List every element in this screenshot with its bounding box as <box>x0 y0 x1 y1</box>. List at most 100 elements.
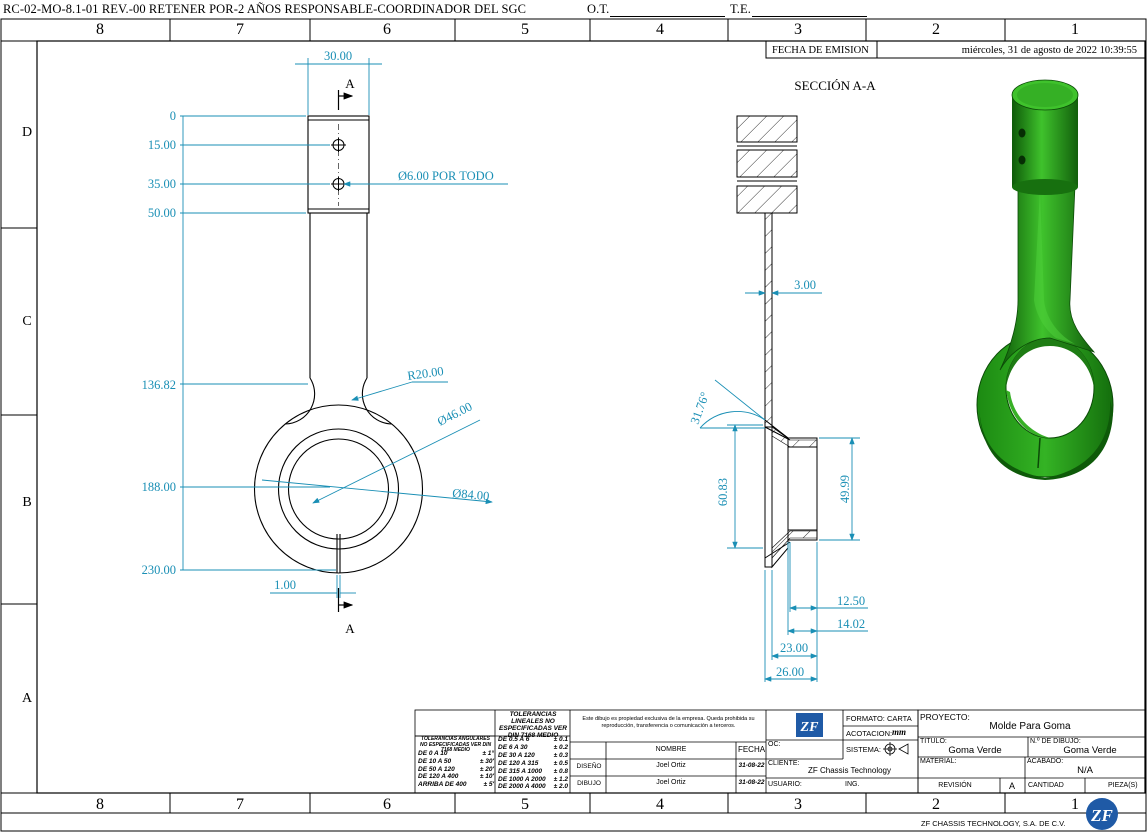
emission-value: miércoles, 31 de agosto de 2022 10:39:55 <box>962 45 1137 56</box>
title-label: TITULO: <box>920 738 947 745</box>
zf-logo-large-icon: ZF <box>1086 798 1118 830</box>
user-label: USUARIO: <box>768 781 802 788</box>
col-label: 6 <box>383 21 391 38</box>
units-value: mm <box>892 727 907 737</box>
project-value: Molde Para Goma <box>989 721 1071 732</box>
linear-range: DE 315 A 1000 <box>498 767 542 775</box>
thickness-dim: 3.00 <box>794 278 816 292</box>
col-label: 8 <box>96 21 104 38</box>
date-column-header: FECHA <box>737 745 766 754</box>
linear-range: DE 0.5 A 6 <box>498 736 530 743</box>
angular-value: ± 30' <box>479 757 494 765</box>
col-label: 4 <box>656 796 664 813</box>
oc-label: OC: <box>768 741 781 748</box>
ordinate-15: 15.00 <box>148 138 176 152</box>
ownership-notice: Este dibujo es propiedad exclusiva de la… <box>582 716 755 729</box>
col-label: 5 <box>521 796 529 813</box>
height-inner-dim: 49.99 <box>838 475 852 503</box>
angular-range: DE 50 A 120 <box>418 765 455 773</box>
angular-range: DE 120 A 400 <box>418 773 459 781</box>
drawing-label: DIBUJO <box>577 780 601 787</box>
drawing-number-value: Goma Verde <box>1063 745 1117 756</box>
user-value: ING. <box>845 781 860 788</box>
dim-12-50: 12.50 <box>837 594 865 608</box>
section-title: SECCIÓN A-A <box>794 78 876 93</box>
design-label: DISEÑO <box>576 763 602 770</box>
height-outer-dim: 60.83 <box>716 478 730 506</box>
design-name: Joel Ortiz <box>656 762 686 769</box>
table-row: DE 30 A 120± 0.3 <box>498 752 568 760</box>
col-label: 1 <box>1071 796 1079 813</box>
zf-logo-icon: ZF <box>796 713 823 737</box>
linear-range: DE 2000 A 4000 <box>498 783 546 791</box>
angular-value: ± 1° <box>482 750 494 757</box>
linear-value: ± 0.5 <box>553 759 568 767</box>
company-name: ZF CHASSIS TECHNOLOGY, S.A. DE C.V. <box>921 819 1066 828</box>
title-block <box>414 709 1146 794</box>
project-label: PROYECTO: <box>920 712 970 722</box>
col-label: 1 <box>1071 21 1079 38</box>
front-view: A A <box>142 49 508 636</box>
ordinate-0: 0 <box>170 109 176 123</box>
drawing-number-label: N.º DE DIBUJO: <box>1030 738 1081 745</box>
col-label: 5 <box>521 21 529 38</box>
projection-symbol-icon <box>883 742 909 756</box>
table-row: DE 0 A 10 ± 1° <box>418 750 494 758</box>
drawing-name: Joel Ortiz <box>656 779 686 786</box>
revision-label: REVISIÓN <box>938 782 972 789</box>
linear-value: ± 0.2 <box>553 743 568 751</box>
col-label: 6 <box>383 796 391 813</box>
linear-range: DE 120 A 315 <box>498 759 539 767</box>
angular-range: DE 10 A 50 <box>418 757 452 765</box>
section-view: 3.00 31.76° 60.83 49.99 12.50 14.02 23.0… <box>688 115 868 682</box>
table-row: DE 2000 A 4000 ± 2.0 <box>498 783 568 791</box>
ordinate-188: 188.00 <box>142 480 176 494</box>
format-label: FORMATO: CARTA <box>846 714 912 723</box>
table-row: DE 0.5 A 6± 0.1 <box>498 736 568 744</box>
finish-value: N/A <box>1077 765 1093 776</box>
col-label: 2 <box>932 21 940 38</box>
ordinate-136: 136.82 <box>142 378 176 392</box>
section-marker-top: A <box>345 76 355 91</box>
linear-range: DE 1000 A 2000 <box>498 775 546 783</box>
linear-value: ± 0.3 <box>553 751 568 759</box>
ordinate-35: 35.00 <box>148 177 176 191</box>
table-row: DE 10 A 50 ± 30' <box>418 758 494 766</box>
inner-diameter-note: Ø46.00 <box>435 399 474 428</box>
col-label: 7 <box>236 21 244 38</box>
client-label: CLIENTE: <box>768 760 800 767</box>
drawing-date: 31-08-22 <box>738 779 765 786</box>
angular-value: ± 20' <box>479 765 494 773</box>
row-label: C <box>22 314 31 329</box>
angular-range: DE 0 A 10 <box>418 750 448 757</box>
zone-labels: 8 7 6 5 4 3 2 1 8 7 6 5 4 3 2 1 D C B A <box>22 21 1079 813</box>
design-date: 31-08-22 <box>738 762 765 769</box>
angular-tolerance-table: DE 0 A 10 ± 1° DE 10 A 50 ± 30' DE 50 A 12… <box>418 750 494 789</box>
document-code: RC-02-MO-8.1-01 REV.-00 RETENER POR-2 AÑ… <box>3 2 527 16</box>
linear-tolerance-table: DE 0.5 A 6± 0.1 DE 6 A 30± 0.2 DE 30 A 1… <box>498 736 568 791</box>
col-label: 8 <box>96 796 104 813</box>
dim-width: 30.00 <box>324 49 352 63</box>
material-label: MATERIAL: <box>920 758 957 765</box>
te-field[interactable] <box>752 16 867 17</box>
system-label: SISTEMA: <box>846 745 882 754</box>
hole-note: Ø6.00 POR TODO <box>398 169 494 183</box>
table-row: DE 120 A 315 ± 0.5 <box>498 760 568 768</box>
linear-value: ± 2.0 <box>553 783 568 791</box>
title-value: Goma Verde <box>948 745 1002 756</box>
logo-text-small: ZF <box>800 720 820 735</box>
ordinate-230: 230.00 <box>142 563 176 577</box>
units-label: ACOTACION: <box>846 729 893 738</box>
col-label: 7 <box>236 796 244 813</box>
ot-label: O.T. <box>587 2 610 16</box>
linear-value: ± 0.8 <box>553 767 568 775</box>
linear-value: ± 1.2 <box>553 775 568 783</box>
angular-range: ARRIBA DE 400 <box>418 781 467 789</box>
section-marker-bottom: A <box>345 621 355 636</box>
col-label: 3 <box>794 21 802 38</box>
angular-value: ± 5' <box>483 781 494 789</box>
isometric-part-view <box>976 79 1114 480</box>
ot-field[interactable] <box>610 16 725 17</box>
table-row: DE 120 A 400± 10' <box>418 773 494 781</box>
